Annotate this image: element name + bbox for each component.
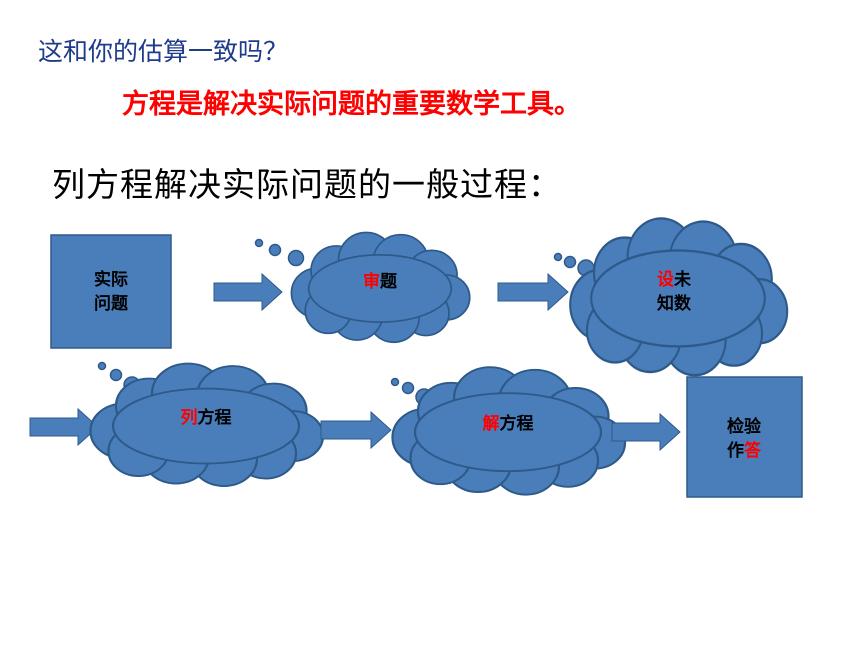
- step-cloud-set-unknown: [553, 217, 789, 377]
- key-point-text: 方程是解决实际问题的重要数学工具。: [122, 89, 581, 120]
- step-2-label: 审题: [363, 272, 397, 292]
- question-text: 这和你的估算一致吗？: [38, 37, 289, 66]
- step-cloud-write-equation: [89, 361, 325, 488]
- step-cloud-examine: [254, 231, 471, 344]
- arrow-5: [611, 412, 681, 452]
- step-5-label: 解方程: [482, 414, 534, 434]
- step-6-label: 检验 作答: [727, 417, 761, 461]
- step-3-label: 设未 知数: [657, 270, 691, 314]
- step-4-label: 列方程: [180, 408, 232, 428]
- step-box-actual-problem: [50, 234, 172, 349]
- arrow-1: [213, 272, 283, 312]
- arrow-3: [29, 407, 99, 447]
- arrow-2: [497, 272, 569, 312]
- step-box-check-answer: [686, 376, 803, 498]
- arrow-4: [320, 410, 392, 450]
- process-heading: 列方程解决实际问题的一般过程：: [52, 165, 562, 204]
- step-1-label: 实际 问题: [94, 270, 128, 314]
- step-cloud-solve-equation: [390, 366, 627, 496]
